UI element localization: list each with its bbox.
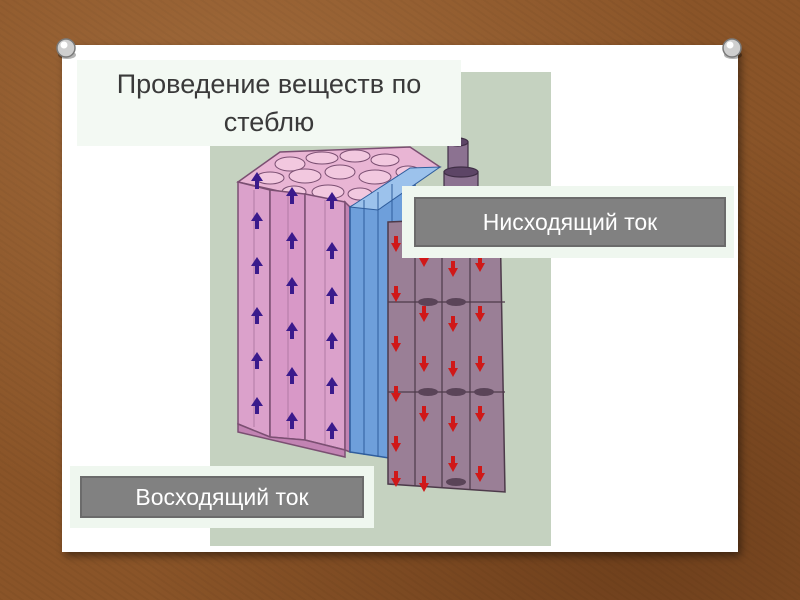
- descending-current-label: Нисходящий ток: [414, 197, 726, 247]
- pin-icon: [719, 35, 745, 61]
- slide-title: Проведение веществ по стеблю: [77, 60, 461, 146]
- pin-icon: [53, 35, 79, 61]
- ascending-current-label: Восходящий ток: [80, 476, 364, 518]
